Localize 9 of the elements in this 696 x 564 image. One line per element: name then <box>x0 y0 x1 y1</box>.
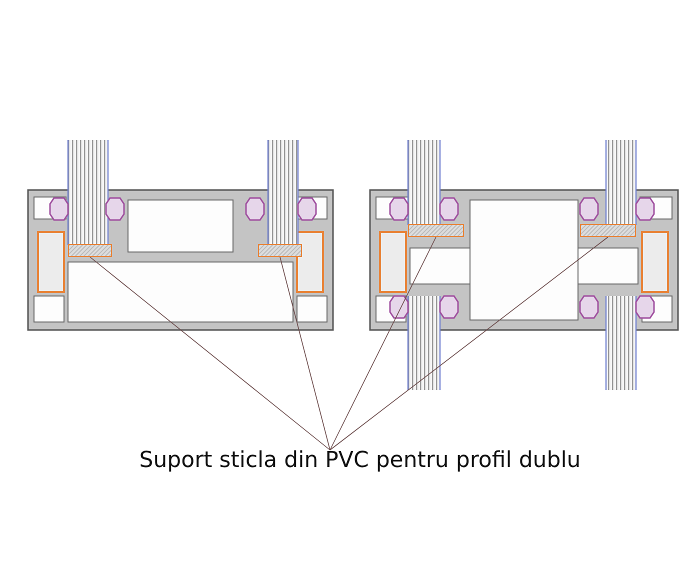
callout-text: Suport sticla din PVC pentru profil dublu <box>60 448 660 482</box>
leader-line <box>330 236 436 450</box>
glass-support-block <box>580 224 636 237</box>
glass-support-block <box>258 244 302 257</box>
leader-line <box>90 256 330 450</box>
leader-line <box>330 236 608 450</box>
glass-support-block <box>408 224 464 237</box>
glass-support-block <box>68 244 112 257</box>
leader-line <box>280 256 330 450</box>
